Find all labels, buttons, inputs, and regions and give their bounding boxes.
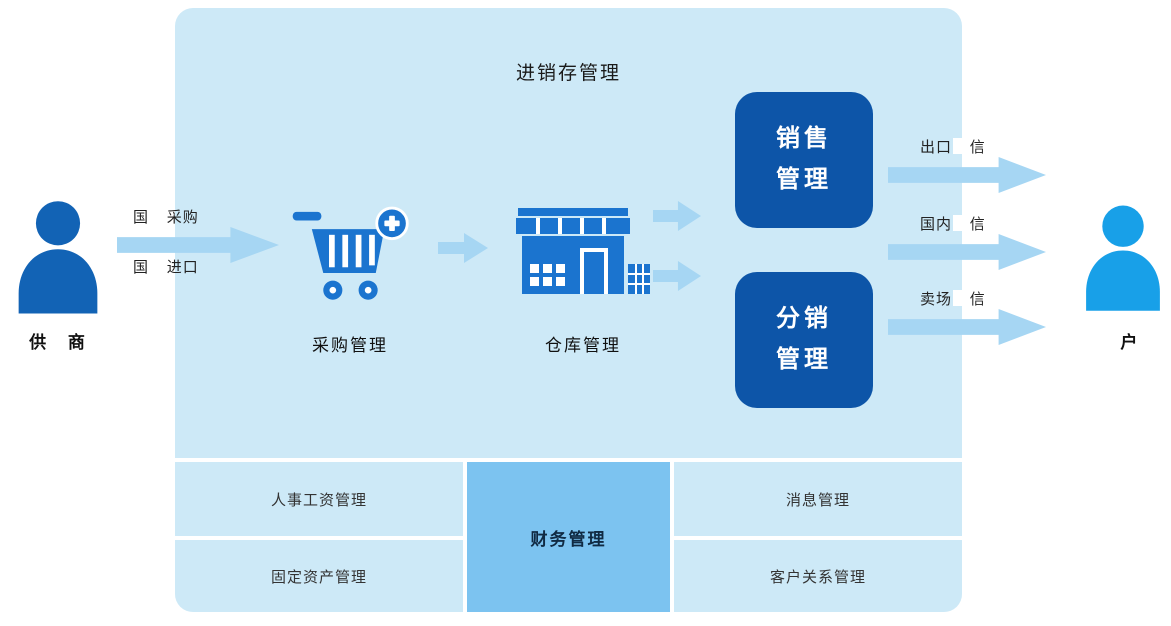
warehouse-store-icon [516,208,650,302]
module-finance-label: 财务管理 [530,529,607,549]
panel-title: 进销存管理 [515,63,621,84]
customer-person-icon [1078,196,1168,314]
purchase-node-label: 采购管理 [312,336,388,355]
module-fixed-assets-label: 固定资产管理 [270,568,367,586]
module-hr-payroll-label: 人事工资管理 [270,491,367,509]
module-fixed-assets: 固定资产管理 [175,540,463,612]
shopping-cart-plus-icon [287,196,413,308]
supplier-label: 供商 [0,328,116,353]
redacted-text [953,290,969,306]
outbound-label-export: 出口信 [920,138,986,156]
supplier-label-suffix: 商 [67,333,87,352]
redacted-text [150,258,166,274]
module-messages-label: 消息管理 [785,491,850,509]
customer-label-suffix: 户 [1120,333,1140,352]
distribution-management-box: 分销 管理 [735,272,873,408]
outbound-label-retail: 卖场信 [920,290,986,308]
module-hr-payroll: 人事工资管理 [175,462,463,536]
redacted-text [953,215,969,231]
customer-label: 户 [1060,328,1171,353]
module-finance: 财务管理 [467,462,670,612]
distribution-box-line2: 管理 [776,346,832,373]
sales-box-line2: 管理 [776,166,832,193]
distribution-box-line1: 分销 [776,305,832,333]
module-messages: 消息管理 [674,462,962,536]
module-crm: 客户关系管理 [674,540,962,612]
redacted-text [49,332,67,350]
supplier-label-prefix: 供 [29,333,49,352]
bottom-modules-grid: 人事工资管理 固定资产管理 财务管理 消息管理 客户关系管理 [175,458,962,612]
inbound-label-import: 国进口 [133,258,199,276]
redacted-text [150,208,166,224]
inbound-label-domestic-purchase: 国采购 [133,208,199,226]
supplier-person-icon [10,192,106,316]
sales-box-line1: 销售 [776,125,832,153]
redacted-text [1101,332,1120,350]
outbound-label-domestic: 国内信 [920,215,986,233]
redacted-text [953,138,969,154]
module-crm-label: 客户关系管理 [769,568,866,586]
sales-management-box: 销售 管理 [735,92,873,228]
warehouse-node-label: 仓库管理 [545,336,621,355]
